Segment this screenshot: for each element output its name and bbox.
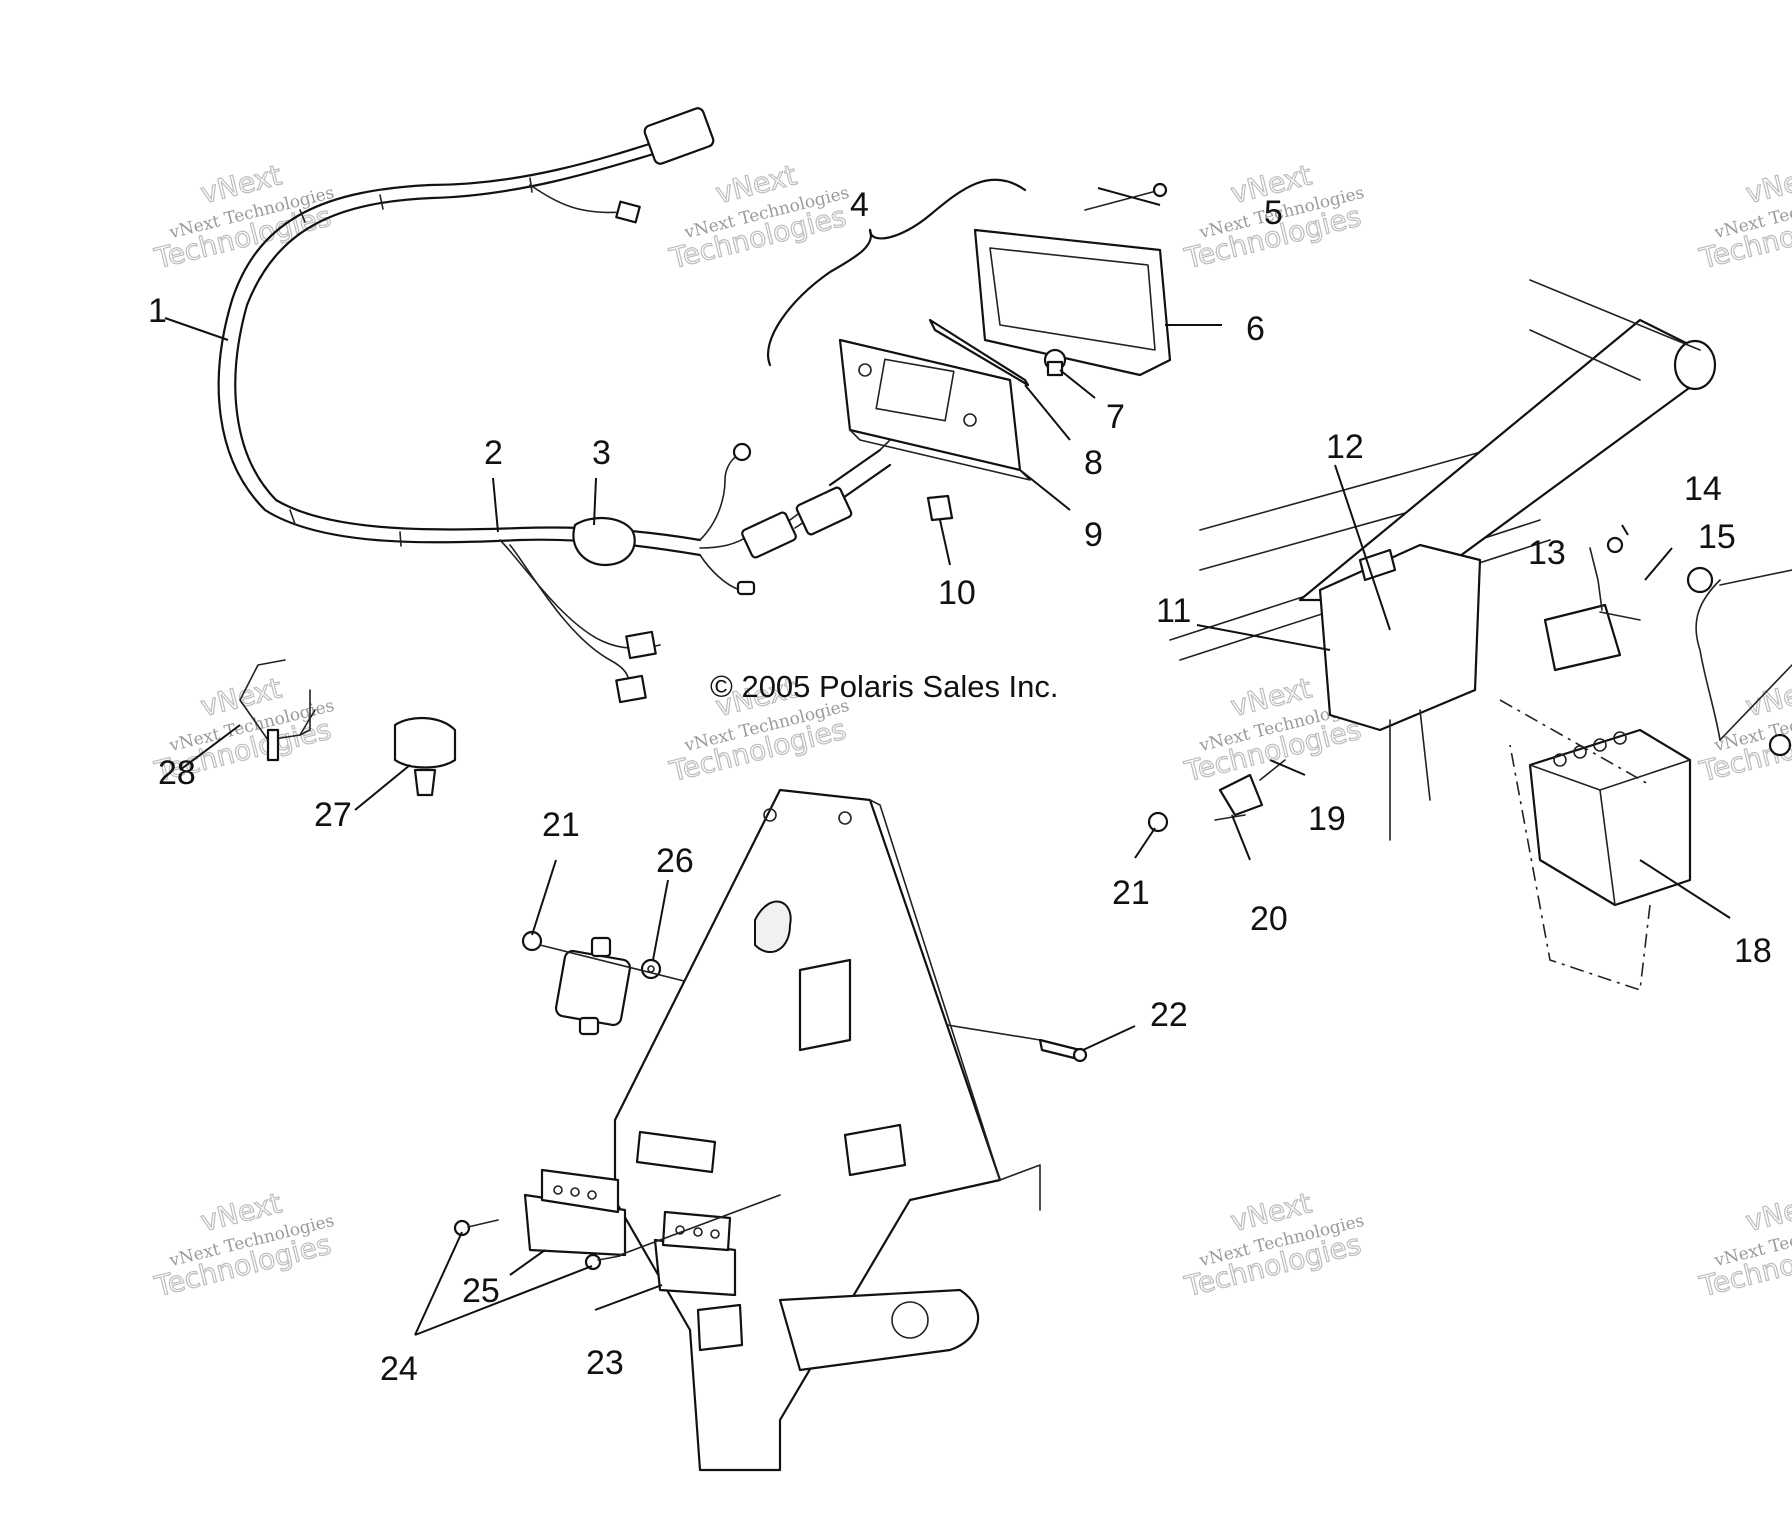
- leader-lines: [164, 187, 1731, 1336]
- callout-2: 2: [484, 434, 503, 472]
- callout-27: 27: [314, 796, 352, 834]
- frame-and-battery: [1147, 279, 1792, 992]
- watermark-text: vNext: [1742, 671, 1792, 723]
- callout-21-left: 21: [542, 806, 580, 844]
- callout-14: 14: [1684, 470, 1722, 508]
- callout-9: 9: [1084, 516, 1103, 554]
- callout-1: 1: [148, 292, 167, 330]
- callout-24: 24: [380, 1350, 418, 1388]
- callout-26: 26: [656, 842, 694, 880]
- callout-12: 12: [1326, 428, 1364, 466]
- callout-13: 13: [1528, 534, 1566, 572]
- misc-parts: [239, 659, 457, 797]
- callout-25: 25: [462, 1272, 500, 1310]
- callout-11: 11: [1156, 592, 1191, 630]
- callout-8: 8: [1084, 444, 1103, 482]
- callout-5: 5: [1264, 194, 1283, 232]
- callout-10: 10: [938, 574, 976, 612]
- callout-4: 4: [850, 186, 869, 224]
- callout-7: 7: [1106, 398, 1125, 436]
- callout-22: 22: [1150, 996, 1188, 1034]
- callout-28: 28: [158, 754, 196, 792]
- callout-15: 15: [1698, 518, 1736, 556]
- copyright-notice: © 2005 Polaris Sales Inc.: [710, 669, 1059, 704]
- callout-20: 20: [1250, 900, 1288, 938]
- watermark-text: vNext: [1742, 158, 1792, 210]
- callout-3: 3: [592, 434, 611, 472]
- watermark-text: vNext: [1742, 1186, 1792, 1238]
- mounting-plate: [453, 788, 1041, 1472]
- callout-6: 6: [1246, 310, 1265, 348]
- callout-18: 18: [1734, 932, 1772, 970]
- callout-labels: 1 2 3 4 5 6 7 8 9 10 11 12 13 14 15 18 1…: [148, 186, 1772, 1388]
- callout-21-right: 21: [1112, 874, 1150, 912]
- callout-23: 23: [586, 1344, 624, 1382]
- wiring-harness: [217, 107, 911, 704]
- callout-19: 19: [1308, 800, 1346, 838]
- taillight-assembly: [767, 178, 1172, 522]
